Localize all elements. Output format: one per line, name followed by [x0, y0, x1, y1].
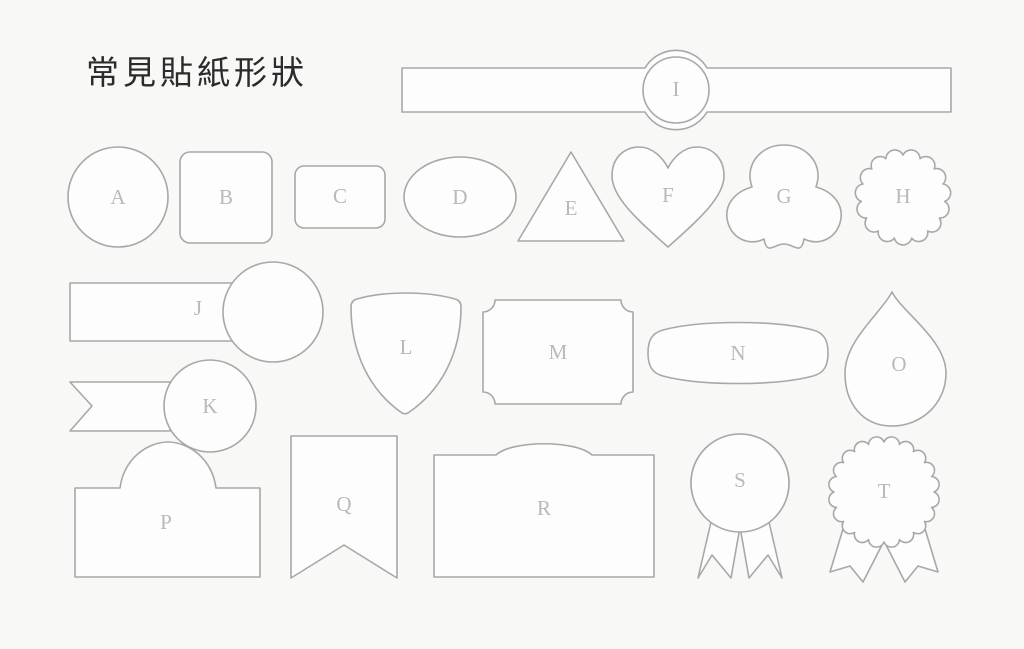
- rosette-circle: [690, 433, 790, 533]
- circle[interactable]: [67, 146, 169, 248]
- flower-five-petal[interactable]: [726, 144, 842, 249]
- pennant-notched-bottom[interactable]: [290, 435, 398, 579]
- shape-label-J: J: [194, 296, 202, 320]
- shape-label-O: O: [891, 352, 906, 376]
- rectangle-with-arch-top[interactable]: [433, 443, 655, 578]
- shape-C[interactable]: C: [294, 165, 386, 229]
- shape-label-G: G: [776, 184, 791, 208]
- page-title: 常見貼紙形狀: [86, 53, 308, 92]
- shape-label-F: F: [662, 183, 674, 207]
- shape-label-K: K: [202, 394, 217, 418]
- shape-O[interactable]: O: [844, 291, 947, 427]
- shape-B[interactable]: B: [179, 151, 273, 244]
- shape-label-A: A: [110, 185, 126, 209]
- shield[interactable]: [350, 292, 462, 415]
- ellipse[interactable]: [403, 156, 517, 238]
- ticket-concave-corners[interactable]: [482, 299, 634, 405]
- shape-label-D: D: [452, 185, 467, 209]
- shape-label-I: I: [673, 77, 680, 101]
- shape-label-B: B: [219, 185, 233, 209]
- heart[interactable]: [611, 146, 725, 248]
- shape-P[interactable]: P: [74, 441, 261, 578]
- barrel-lozenge[interactable]: [647, 321, 829, 385]
- scalloped-circle[interactable]: [854, 149, 952, 246]
- shape-label-Q: Q: [336, 492, 351, 516]
- triangle[interactable]: [517, 151, 625, 242]
- shape-Q[interactable]: Q: [290, 435, 398, 579]
- shape-label-T: T: [878, 479, 891, 503]
- teardrop[interactable]: [844, 291, 947, 427]
- banner-circle: [163, 359, 257, 453]
- shape-L[interactable]: L: [350, 292, 462, 415]
- shape-label-C: C: [333, 184, 347, 208]
- shape-J[interactable]: J: [69, 261, 324, 363]
- shape-K[interactable]: K: [69, 359, 257, 453]
- shape-label-S: S: [734, 468, 746, 492]
- shape-T[interactable]: T: [828, 436, 940, 583]
- shape-label-M: M: [549, 340, 568, 364]
- shape-M[interactable]: M: [482, 299, 634, 405]
- rounded-square[interactable]: [179, 151, 273, 244]
- shape-label-R: R: [537, 496, 551, 520]
- rounded-rectangle[interactable]: [294, 165, 386, 229]
- shape-I[interactable]: I: [401, 49, 952, 131]
- shape-R[interactable]: R: [433, 443, 655, 578]
- shape-N[interactable]: N: [647, 321, 829, 385]
- shape-label-E: E: [565, 196, 578, 220]
- shape-F[interactable]: F: [611, 146, 725, 248]
- shape-D[interactable]: D: [403, 156, 517, 238]
- shape-A[interactable]: A: [67, 146, 169, 248]
- rectangle-with-dome-top[interactable]: [74, 441, 261, 578]
- shape-E[interactable]: E: [517, 151, 625, 242]
- center-circle: [642, 56, 710, 124]
- shape-label-H: H: [895, 184, 910, 208]
- shape-G[interactable]: G: [726, 144, 842, 249]
- shape-label-P: P: [160, 510, 172, 534]
- scalloped-rosette-circle[interactable]: [828, 436, 940, 548]
- ribbon-banner[interactable]: [69, 381, 171, 432]
- shape-H[interactable]: H: [854, 149, 952, 246]
- end-circle: [222, 261, 324, 363]
- shape-label-L: L: [400, 335, 413, 359]
- shape-label-N: N: [730, 341, 745, 365]
- shape-S[interactable]: S: [690, 433, 790, 579]
